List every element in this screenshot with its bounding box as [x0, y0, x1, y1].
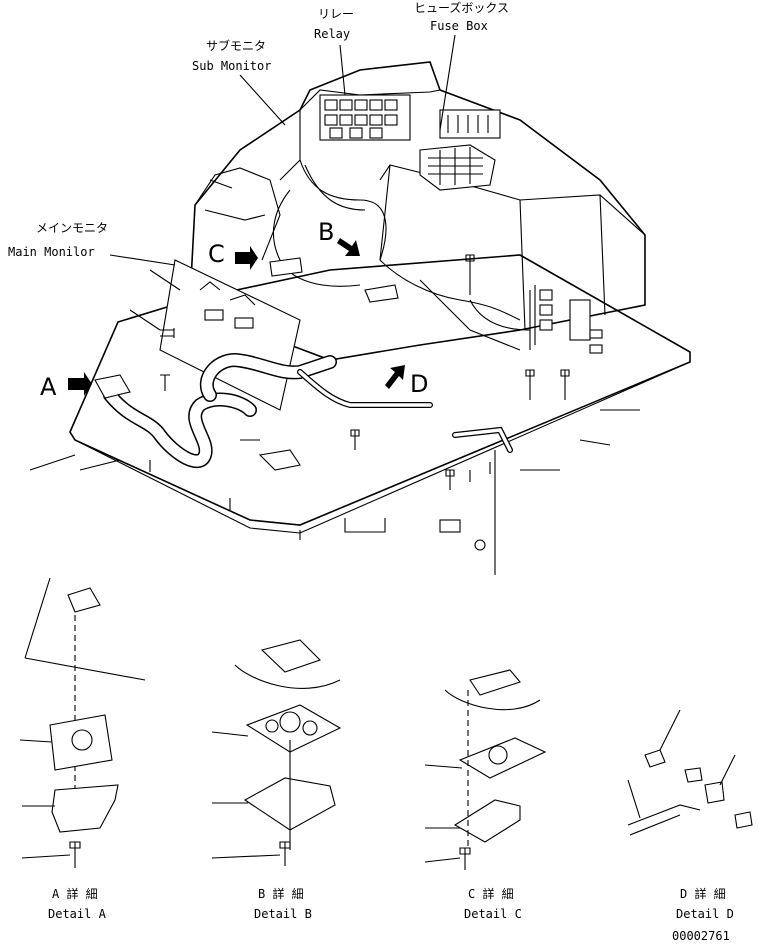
main-monitor	[159, 259, 301, 411]
detail-d-caption-en: Detail D	[676, 907, 734, 921]
detail-b-caption-jp: B 詳 細	[258, 886, 304, 901]
main-monitor-label-jp: メインモニタ	[36, 221, 108, 235]
view-marker-b: B	[318, 218, 334, 246]
main-assembly	[29, 34, 691, 575]
detail-a-caption-jp: A 詳 細	[52, 886, 98, 901]
relay-column	[529, 285, 603, 354]
detail-c-drawing	[424, 669, 547, 870]
view-marker-a: A	[40, 373, 57, 401]
fuse-box	[419, 109, 501, 191]
detail-b-caption-en: Detail B	[254, 907, 312, 921]
detail-d-caption-jp: D 詳 細	[680, 886, 726, 901]
view-marker-d: D	[410, 370, 428, 398]
relay-block	[319, 94, 411, 141]
detail-c-caption-jp: C 詳 細	[468, 886, 514, 901]
relay-label-en: Relay	[314, 27, 350, 41]
sub-monitor-label-jp: サブモニタ	[206, 38, 266, 53]
fuse-box-label-en: Fuse Box	[430, 19, 488, 33]
view-marker-c: C	[208, 240, 225, 268]
drawing-number: 00002761	[672, 929, 730, 943]
relay-label-jp: リレー	[318, 7, 354, 21]
detail-a-caption-en: Detail A	[48, 907, 107, 921]
fuse-box-label-jp: ヒューズボックス	[414, 0, 509, 15]
detail-a-drawing	[19, 577, 146, 868]
main-monitor-label-en: Main Monilor	[8, 245, 95, 259]
hoses	[103, 352, 513, 468]
detail-b-drawing	[211, 639, 342, 866]
detail-c-caption-en: Detail C	[464, 907, 522, 921]
sub-monitor-label-en: Sub Monitor	[192, 59, 271, 73]
detail-d-drawing	[627, 709, 753, 836]
